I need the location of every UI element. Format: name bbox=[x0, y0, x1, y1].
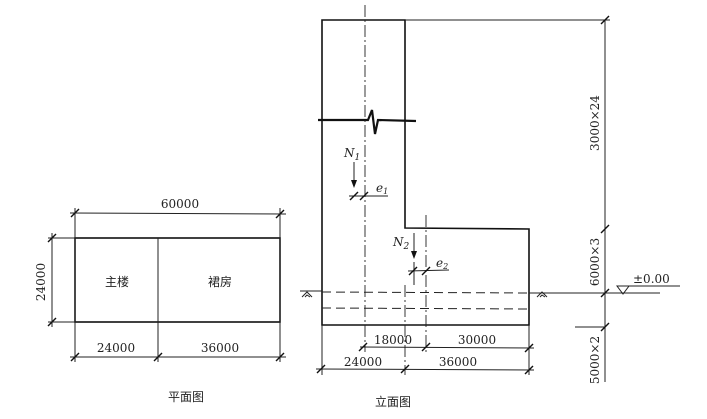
podium-label: 裙房 bbox=[208, 274, 232, 289]
ground-hatch-icon bbox=[536, 291, 548, 298]
plan-title: 平面图 bbox=[168, 390, 204, 404]
ground-level-label: ±0.00 bbox=[633, 272, 670, 286]
load-n1-label: N1 bbox=[343, 146, 360, 163]
dim-line-total bbox=[69, 212, 287, 215]
dim-main-label: 24000 bbox=[97, 341, 135, 355]
dim-30000-label: 30000 bbox=[458, 333, 496, 347]
dim-podium-label: 36000 bbox=[201, 341, 239, 355]
dim-podium-label: 6000×3 bbox=[588, 238, 602, 286]
dim-24000-label: 24000 bbox=[344, 355, 382, 369]
dim-line-lower bbox=[315, 368, 535, 371]
level-marker-icon bbox=[616, 285, 630, 295]
load-n2-label: N2 bbox=[392, 235, 410, 252]
dim-depth-label: 24000 bbox=[34, 263, 48, 301]
break-line bbox=[318, 109, 417, 135]
dim-basement-label: 5000×2 bbox=[588, 336, 602, 384]
dim-line-upper bbox=[359, 346, 535, 349]
main-building-label: 主楼 bbox=[105, 274, 129, 289]
dim-36000-label: 36000 bbox=[439, 355, 477, 369]
elevation-view: N1 e1 N2 e2 18000 30000 24000 36000 3000… bbox=[300, 5, 680, 409]
ecc-e1-label: e1 bbox=[376, 181, 388, 196]
ecc-e2-label: e2 bbox=[436, 256, 448, 271]
dim-18000-label: 18000 bbox=[374, 333, 412, 347]
elevation-title: 立面图 bbox=[375, 394, 411, 409]
dim-total-label: 60000 bbox=[161, 197, 199, 211]
basement-line-1 bbox=[321, 291, 530, 294]
building-outline bbox=[321, 19, 530, 326]
dim-tower-label: 3000×24 bbox=[588, 95, 602, 151]
ground-hatch-icon bbox=[301, 291, 313, 298]
plan-view: 60000 24000 24000 36000 主楼 裙房 平面图 bbox=[34, 197, 287, 404]
basement-line-2 bbox=[321, 307, 530, 310]
